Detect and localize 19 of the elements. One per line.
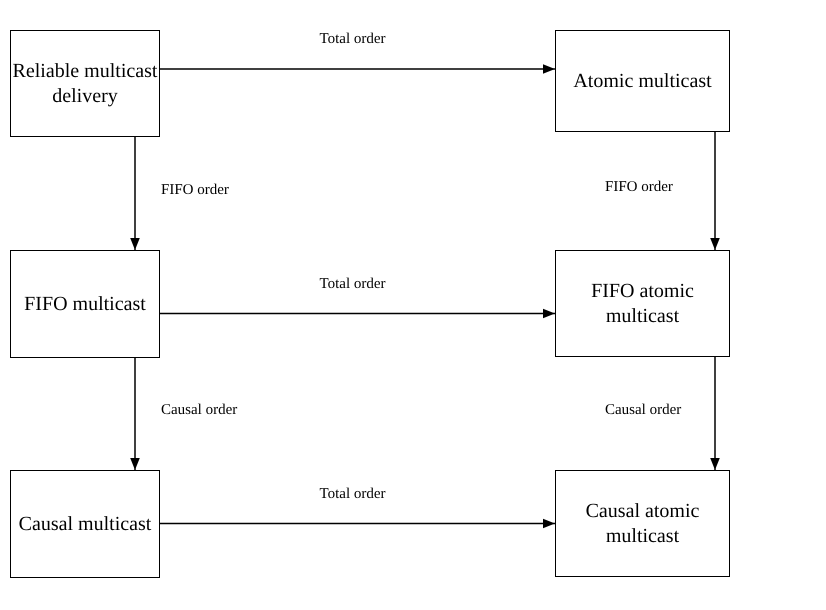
process-box	[10, 470, 160, 578]
node-text: Causal multicast	[18, 512, 152, 536]
node-text: FIFO multicast	[24, 292, 146, 316]
node-text: Reliable multicast delivery	[12, 58, 158, 108]
arrow	[160, 518, 555, 528]
node-text: Atomic multicast	[573, 68, 712, 94]
process-box	[10, 30, 160, 137]
arrow	[710, 357, 720, 470]
process-box	[555, 470, 730, 577]
arrow	[710, 132, 720, 250]
process-box	[10, 250, 160, 358]
arrow	[160, 308, 555, 318]
process-box	[555, 30, 730, 132]
arrow	[130, 137, 140, 250]
process-box	[555, 250, 730, 357]
arrow	[160, 64, 555, 74]
node-text: Causal atomic multicast	[584, 498, 700, 548]
arrow	[130, 358, 140, 470]
node-text: FIFO atomic multicast	[590, 278, 695, 328]
